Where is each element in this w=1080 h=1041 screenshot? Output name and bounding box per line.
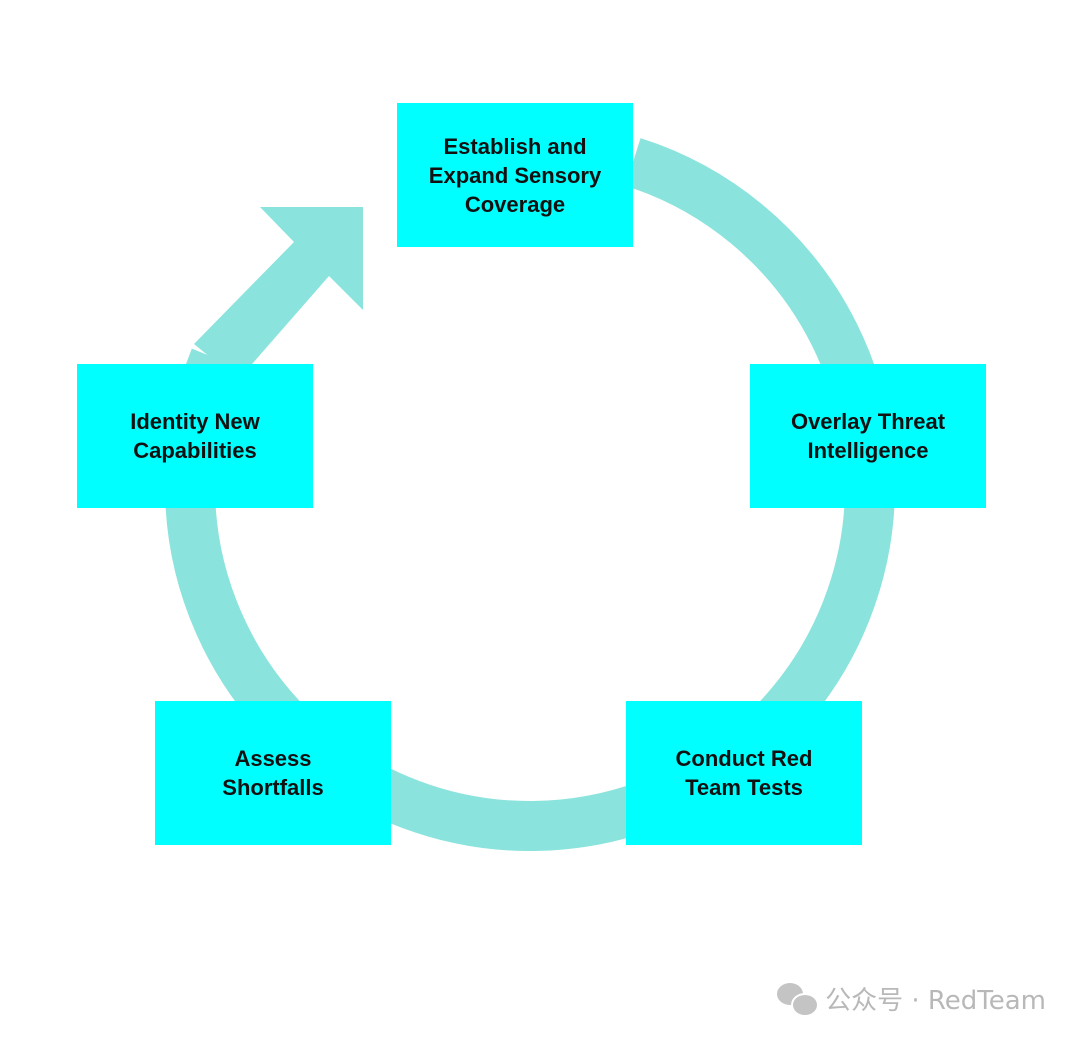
step-establish-coverage: Establish and Expand Sensory Coverage xyxy=(397,103,633,247)
watermark: 公众号 · RedTeam xyxy=(777,980,1046,1017)
step-label: Establish and Expand Sensory Coverage xyxy=(428,133,602,217)
step-identity-new-capabilities: Identity New Capabilities xyxy=(77,364,313,508)
step-conduct-red-team-tests: Conduct Red Team Tests xyxy=(626,701,862,845)
step-label: Conduct Red Team Tests xyxy=(675,746,813,800)
step-assess-shortfalls: Assess Shortfalls xyxy=(155,701,391,845)
step-label: Assess Shortfalls xyxy=(222,746,324,800)
step-label: Identity New Capabilities xyxy=(130,409,260,463)
wechat-icon xyxy=(777,982,820,1017)
step-overlay-threat-intelligence: Overlay Threat Intelligence xyxy=(750,364,986,508)
cycle-arrowhead xyxy=(194,207,363,380)
step-label: Overlay Threat Intelligence xyxy=(790,409,946,463)
watermark-text: 公众号 · RedTeam xyxy=(825,986,1046,1016)
